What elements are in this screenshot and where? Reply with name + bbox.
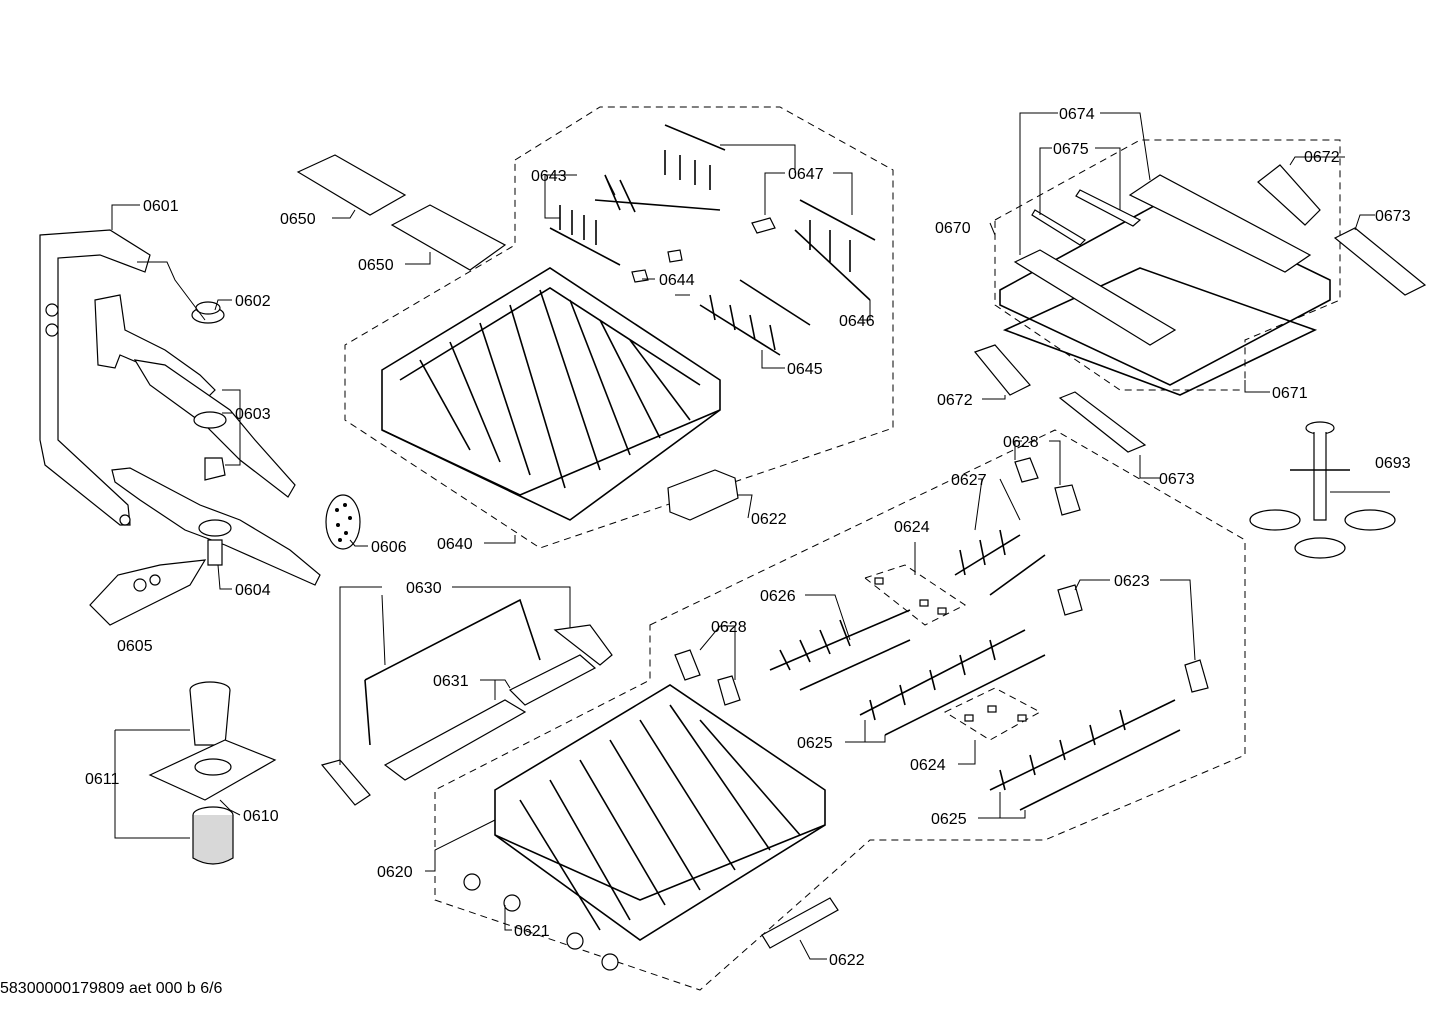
part-label: 0640 <box>437 536 473 553</box>
part-label: 0670 <box>935 220 971 237</box>
upper-basket-module <box>973 164 1427 453</box>
side-racks <box>320 598 613 806</box>
rack-clips <box>674 457 1209 722</box>
filter-disc <box>325 494 361 550</box>
part-label: 0630 <box>406 580 442 597</box>
lower-spray-arm <box>111 467 321 586</box>
part-label: 0628 <box>1003 434 1039 451</box>
part-label: 0672 <box>937 392 973 409</box>
lower-basket-accessory-zone-2 <box>943 687 1042 741</box>
part-label: 0602 <box>235 293 271 310</box>
part-label: 0647 <box>788 166 824 183</box>
part-label: 0644 <box>659 272 695 289</box>
part-labels: 0601 0602 0603 0604 0605 0606 0610 0611 … <box>85 106 1411 969</box>
basket-handle-upper <box>667 469 739 521</box>
part-label: 0601 <box>143 198 179 215</box>
upper-basket-module-zone <box>994 139 1341 391</box>
part-label: 0605 <box>117 638 153 655</box>
basket-handle-lower <box>761 897 839 949</box>
part-label: 0621 <box>514 923 550 940</box>
part-label: 0650 <box>280 211 316 228</box>
part-label: 0675 <box>1053 141 1089 158</box>
part-label: 0624 <box>910 757 946 774</box>
upper-basket <box>381 267 721 521</box>
small-clip <box>631 217 776 283</box>
leader-lines <box>111 112 1390 960</box>
part-label: 0606 <box>371 539 407 556</box>
lower-basket <box>494 684 826 941</box>
part-label: 0672 <box>1304 149 1340 166</box>
part-label: 0631 <box>433 673 469 690</box>
part-label: 0650 <box>358 257 394 274</box>
part-label: 0627 <box>951 472 987 489</box>
lower-basket-accessory-zone <box>863 564 966 626</box>
part-label: 0673 <box>1159 471 1195 488</box>
part-label: 0604 <box>235 582 271 599</box>
part-label: 0625 <box>797 735 833 752</box>
filter-assembly <box>148 681 277 865</box>
part-label: 0628 <box>711 619 747 636</box>
nut-part <box>191 301 225 324</box>
part-label: 0624 <box>894 519 930 536</box>
part-label: 0623 <box>1114 573 1150 590</box>
part-label: 0671 <box>1272 385 1308 402</box>
part-label: 0603 <box>235 406 271 423</box>
part-label: 0674 <box>1059 106 1095 123</box>
part-label: 0625 <box>931 811 967 828</box>
part-label: 0646 <box>839 313 875 330</box>
part-label: 0626 <box>760 588 796 605</box>
part-label: 0645 <box>787 361 823 378</box>
cover-plate <box>89 559 207 626</box>
part-label: 0610 <box>243 808 279 825</box>
cutlery-tray-top <box>296 154 507 271</box>
basket-wheels <box>463 873 619 971</box>
part-label: 0673 <box>1375 208 1411 225</box>
part-label: 0622 <box>829 952 865 969</box>
part-label: 0611 <box>85 771 120 788</box>
lower-racks <box>769 529 1181 811</box>
part-label: 0620 <box>377 864 413 881</box>
document-footer-id: 58300000179809 aet 000 b 6/6 <box>0 980 223 997</box>
lower-basket-zone <box>434 429 1246 991</box>
upper-spray-arm <box>94 294 296 498</box>
folding-racks-upper <box>549 124 876 356</box>
part-label: 0643 <box>531 168 567 185</box>
cup-holder <box>1249 421 1396 559</box>
part-label: 0622 <box>751 511 787 528</box>
part-label: 0693 <box>1375 455 1411 472</box>
